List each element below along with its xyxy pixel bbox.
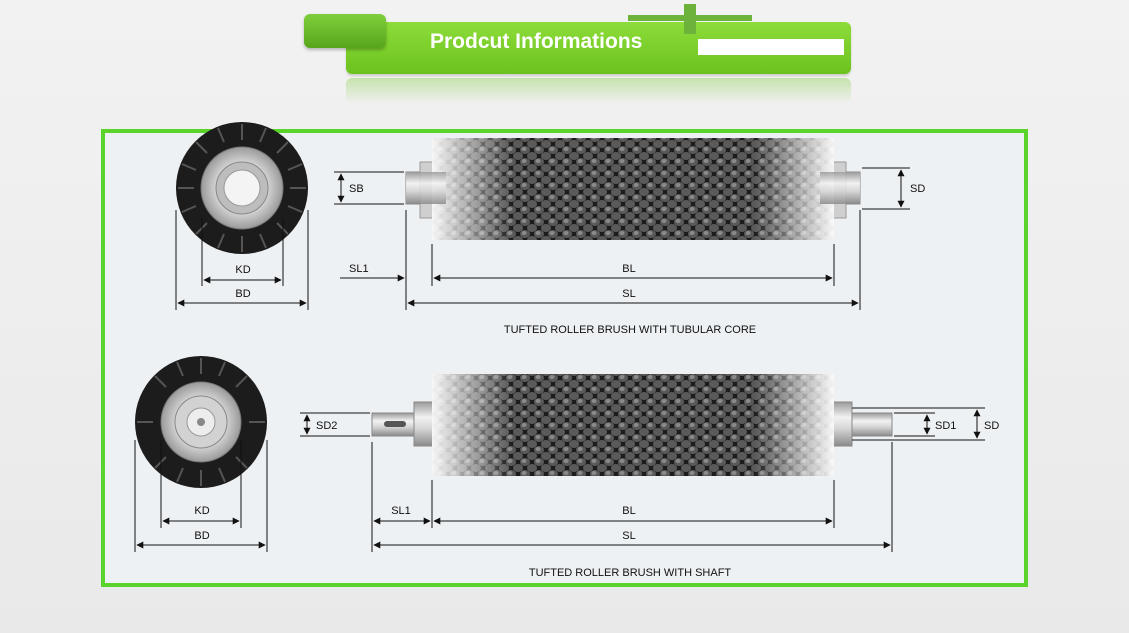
bottom-side-dimensions — [300, 407, 985, 552]
page-title: Prodcut Informations — [430, 30, 643, 53]
bottom-end-view — [135, 356, 267, 488]
bottom-sd2-label: SD2 — [316, 420, 337, 432]
top-kd-label: KD — [235, 264, 250, 276]
top-caption: TUFTED ROLLER BRUSH WITH TUBULAR CORE — [504, 324, 756, 336]
bottom-end-dimensions — [134, 440, 268, 552]
top-sl-label: SL — [622, 288, 635, 300]
top-bl-label: BL — [622, 263, 635, 275]
bottom-kd-label: KD — [194, 505, 209, 517]
header-tab-decoration — [304, 14, 386, 48]
bottom-roller-side-view — [371, 374, 893, 476]
top-roller-side-view — [405, 138, 861, 240]
bottom-caption: TUFTED ROLLER BRUSH WITH SHAFT — [529, 567, 732, 579]
bottom-bl-label: BL — [622, 505, 635, 517]
header-reflection — [346, 78, 851, 104]
top-end-view — [176, 122, 308, 254]
top-sl1-label: SL1 — [349, 263, 369, 275]
top-end-dimensions — [175, 210, 309, 310]
bottom-sl1-label: SL1 — [391, 505, 411, 517]
bottom-sd1-label: SD1 — [935, 420, 956, 432]
header-white-box — [698, 39, 844, 55]
bottom-sd-label: SD — [984, 420, 999, 432]
bottom-bd-label: BD — [194, 530, 209, 542]
top-bd-label: BD — [235, 288, 250, 300]
top-sb-label: SB — [349, 183, 364, 195]
top-sd-label: SD — [910, 183, 925, 195]
bottom-sl-label: SL — [622, 530, 635, 542]
header-cross-decoration-vertical — [684, 4, 696, 34]
top-side-dimensions — [334, 167, 910, 310]
